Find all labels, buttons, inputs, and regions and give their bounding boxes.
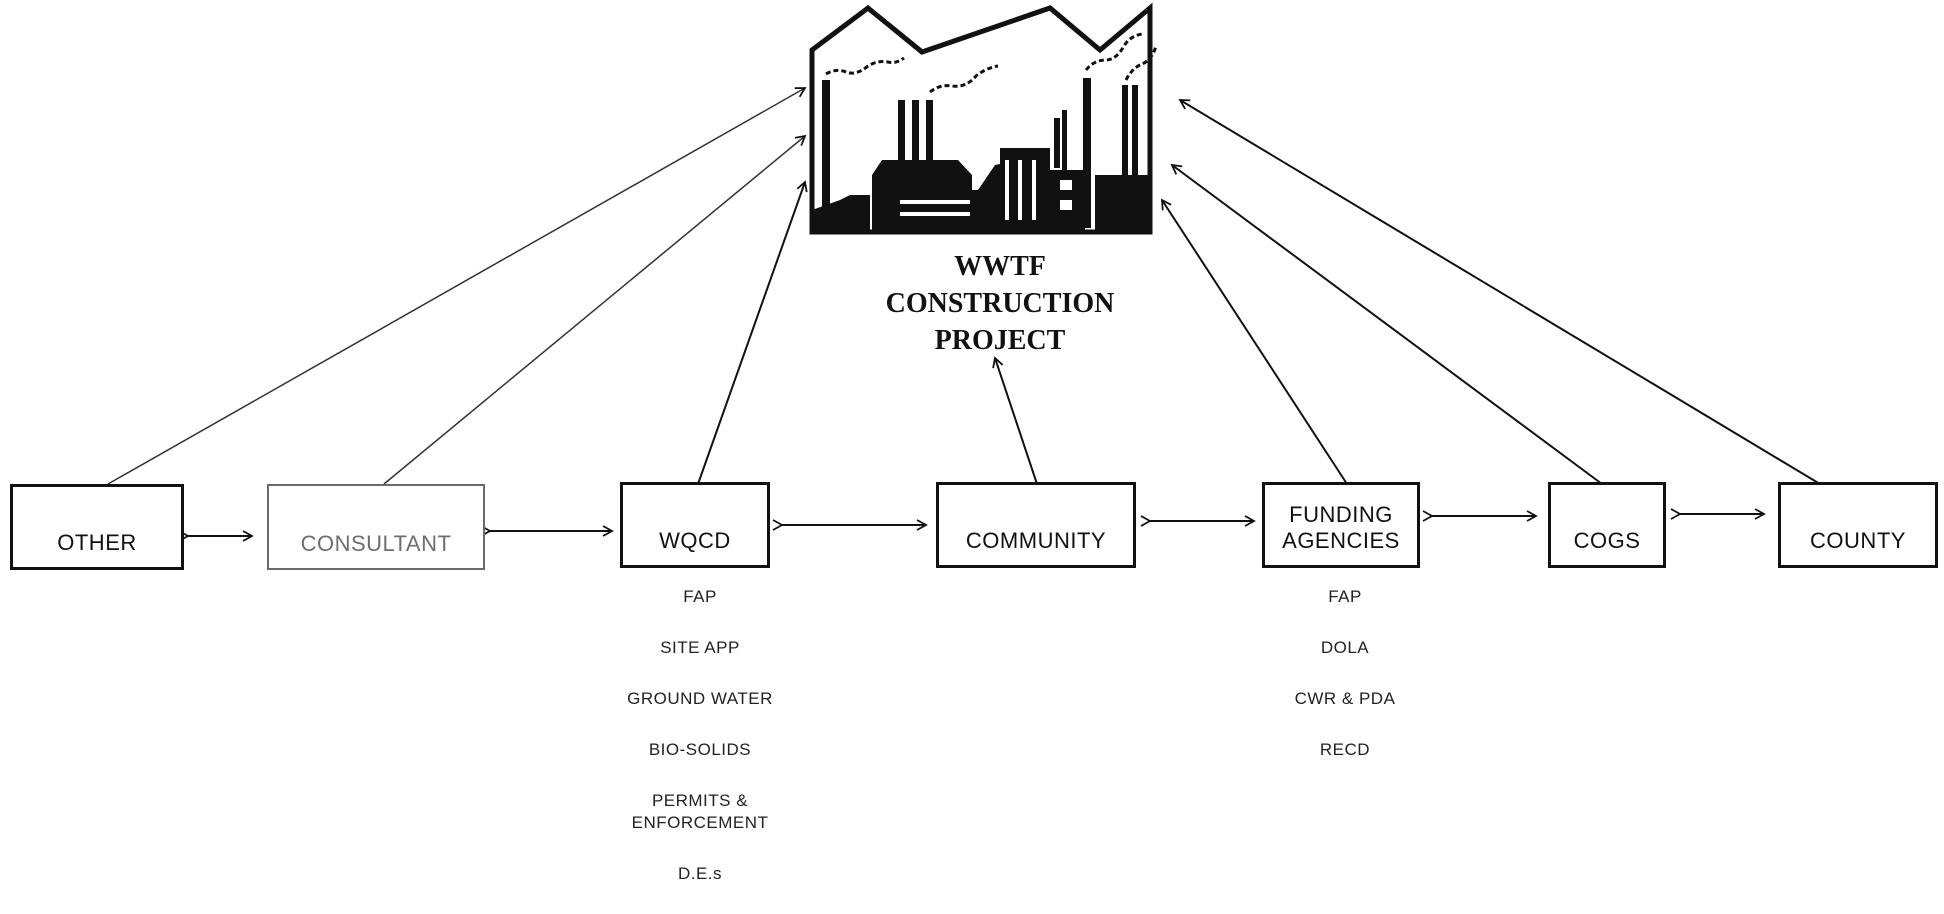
diagram-canvas: WWTF CONSTRUCTION PROJECT OTHER CONSULTA…: [10, 2, 1938, 883]
wqcd-programs-list: FAP SITE APP GROUND WATER BIO-SOLIDS PER…: [570, 586, 830, 914]
node-funding-agencies[interactable]: FUNDING AGENCIES: [1262, 482, 1420, 568]
funding-program-item: CWR & PDA: [1294, 689, 1396, 708]
node-county[interactable]: COUNTY: [1778, 482, 1938, 568]
link-cogs-project: [1170, 163, 1603, 485]
node-community[interactable]: COMMUNITY: [936, 482, 1136, 568]
funding-program-item: RECD: [1319, 740, 1371, 759]
link-community-project: [992, 356, 1038, 485]
node-wqcd[interactable]: WQCD: [620, 482, 770, 568]
factory-icon: [809, 2, 1158, 235]
funding-program-item: FAP: [1328, 587, 1362, 606]
link-funding-project: [1160, 198, 1348, 485]
funding-program-item: DOLA: [1320, 638, 1370, 657]
wqcd-program-item: BIO-SOLIDS: [648, 740, 752, 759]
wqcd-program-item: PERMITS & ENFORCEMENT: [631, 791, 769, 832]
node-consultant[interactable]: CONSULTANT: [267, 484, 485, 570]
wqcd-program-item: FAP: [683, 587, 717, 606]
wqcd-program-item: D.E.s: [677, 864, 723, 883]
link-other-project: [107, 87, 807, 485]
connector-layer: [107, 2, 1821, 542]
wqcd-program-item: GROUND WATER: [627, 689, 773, 708]
link-wqcd-project: [697, 180, 808, 485]
link-county-project: [1178, 99, 1821, 485]
funding-programs-list: FAP DOLA CWR & PDA RECD: [1215, 586, 1475, 790]
wqcd-program-item: SITE APP: [660, 638, 740, 657]
node-cogs[interactable]: COGS: [1548, 482, 1666, 568]
project-title: WWTF CONSTRUCTION PROJECT: [885, 251, 1115, 356]
node-other[interactable]: OTHER: [10, 484, 184, 570]
link-consultant-project: [383, 134, 807, 485]
